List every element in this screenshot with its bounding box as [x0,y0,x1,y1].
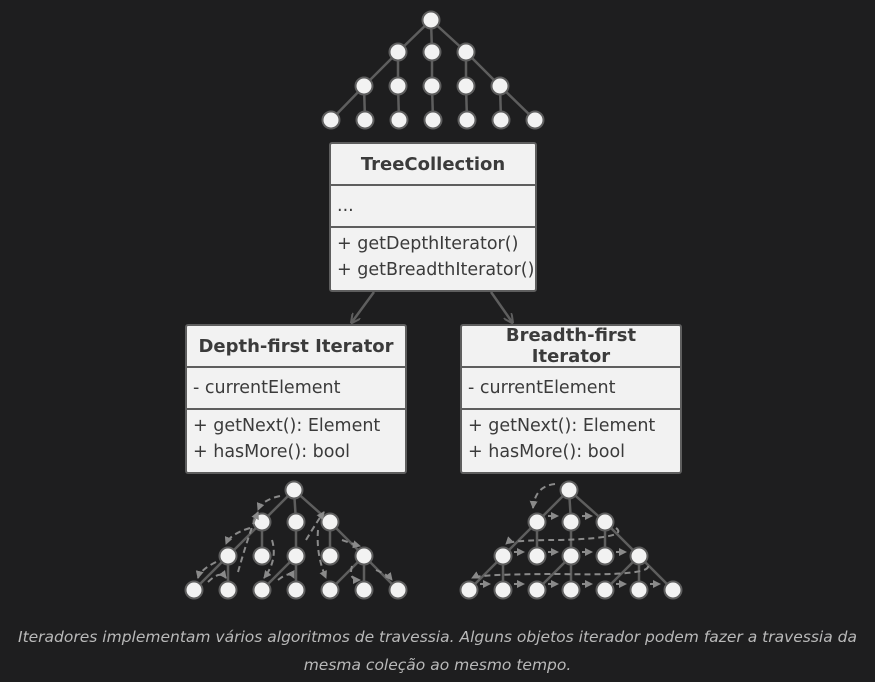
tree-node [218,580,238,600]
tree-node [561,546,581,566]
tree-node [663,580,683,600]
fields-section: - currentElement [462,366,680,408]
traversal-arrow [471,565,649,579]
tree-node [354,580,374,600]
method-line: + getNext(): Element [193,416,381,436]
tree-node [388,42,408,62]
method-line: + hasMore(): bool [193,442,351,462]
traversal-arrow [375,569,393,581]
breadth-first-traversal-icon [459,480,683,600]
tree-node [456,76,476,96]
class-name: TreeCollection [360,153,506,175]
iterator-diagram [184,10,683,600]
tree-node [629,580,649,600]
tree-node [355,110,375,130]
tree-node [595,512,615,532]
methods-section: + getNext(): Element + hasMore(): bool [462,408,680,465]
field-line: - currentElement [193,378,341,398]
tree-node [184,580,204,600]
tree-node [525,110,545,130]
tree-node [422,42,442,62]
tree-node [493,580,513,600]
tree-node [388,580,408,600]
tree-node [457,110,477,130]
tree-node [320,580,340,600]
traversal-arrow [224,527,251,545]
breadth-first-iterator-class: Breadth-first Iterator - currentElement … [460,324,682,474]
tree-node [595,580,615,600]
depth-first-iterator-class: Depth-first Iterator - currentElement + … [185,324,407,474]
traversal-arrow [305,511,325,541]
tree-collection-icon [321,10,545,130]
tree-node [527,546,547,566]
traversal-arrow [350,565,361,584]
traversal-arrow [207,570,227,583]
tree-node [388,76,408,96]
tree-node [389,110,409,130]
tree-node [354,76,374,96]
methods-section: + getNext(): Element + hasMore(): bool [187,408,405,465]
tree-node [286,580,306,600]
tree-node [493,546,513,566]
figure-caption: Iteradores implementam vários algoritmos… [18,628,857,674]
class-name: Breadth-first Iterator [505,325,637,367]
tree-node [252,546,272,566]
tree-node [561,512,581,532]
field-line: - currentElement [468,378,616,398]
method-line: + hasMore(): bool [468,442,626,462]
tree-node [629,546,649,566]
tree-node [252,580,272,600]
tree-node [491,110,511,130]
tree-node [595,546,615,566]
tree-node [286,546,306,566]
tree-node [354,546,374,566]
arrow-to-depth-iterator [352,291,376,322]
tree-node [459,580,479,600]
tree-node [286,512,306,532]
tree-node [456,42,476,62]
tree-node [422,76,442,96]
tree-node [284,480,304,500]
method-line: + getBreadthIterator() [337,260,535,280]
fields-section: - currentElement [187,366,405,408]
tree-node [321,110,341,130]
fields-section: ... [331,184,535,226]
traversal-arrow [195,561,217,579]
tree-node [561,580,581,600]
methods-section: + getDepthIterator() + getBreadthIterato… [331,226,535,283]
class-name: Depth-first Iterator [198,335,394,357]
traversal-arrow [263,539,275,579]
tree-node [218,546,238,566]
tree-node [490,76,510,96]
field-line: ... [337,196,354,216]
traversal-arrow [277,569,295,581]
traversal-arrow [256,495,281,511]
traversal-arrow [316,529,327,579]
tree-node [320,546,340,566]
tree-node [320,512,340,532]
depth-first-traversal-icon [184,480,408,600]
tree-node [527,580,547,600]
method-line: + getNext(): Element [468,416,656,436]
tree-node [252,512,272,532]
tree-node [421,10,441,30]
tree-collection-class: TreeCollection ... + getDepthIterator() … [329,142,537,292]
tree-node [527,512,547,532]
method-line: + getDepthIterator() [337,234,519,254]
tree-node [423,110,443,130]
arrow-to-breadth-iterator [489,291,512,322]
traversal-arrow [529,483,556,509]
traversal-arrow [505,527,620,545]
traversal-arrow [341,539,361,549]
tree-node [559,480,579,500]
